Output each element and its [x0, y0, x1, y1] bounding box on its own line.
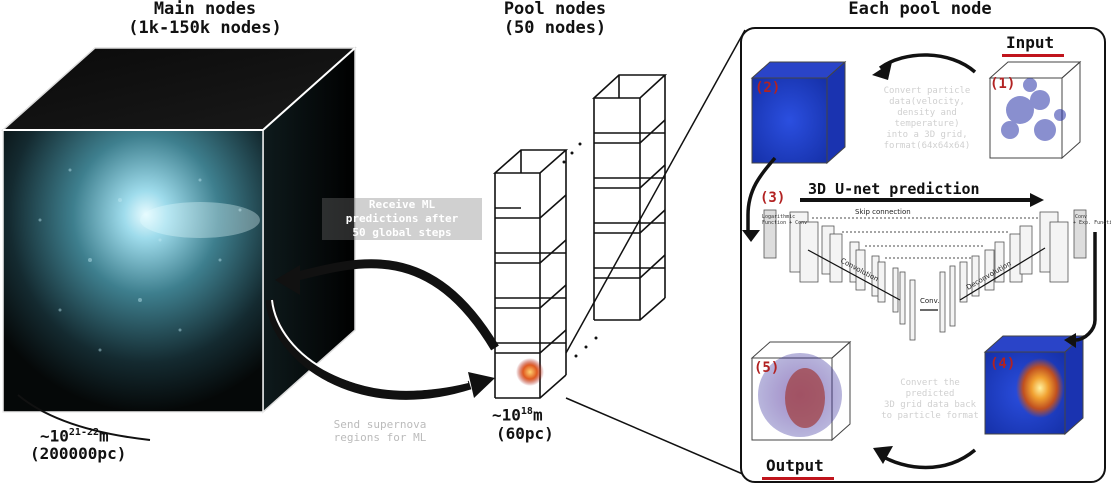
cube-input — [988, 60, 1082, 160]
main-scale-label: ~1021-22m — [40, 426, 109, 446]
step-2-label: (2) — [755, 80, 781, 96]
input-label: Input — [1006, 33, 1055, 52]
scale-bracket-main — [17, 394, 151, 441]
step-5-label: (5) — [754, 360, 780, 376]
ellipsis-dots — [562, 142, 598, 358]
each-pool-node-title: Each pool node — [848, 0, 992, 19]
unet-schematic — [763, 209, 1087, 341]
output-underline — [762, 477, 834, 480]
pool-scale-label: ~1018m — [492, 405, 543, 425]
arrow-4-to-5 — [879, 448, 977, 470]
cube-grid-blue — [750, 60, 847, 165]
step-4-label: (4) — [990, 356, 1016, 372]
send-supernova-text: Send supernova regions for ML — [333, 418, 427, 444]
conv-mid-label: Conv. — [920, 297, 939, 305]
arrow-1-to-2 — [878, 53, 977, 74]
skip-connection-label: Skip connection — [855, 208, 911, 216]
exp-function-label: Conv + Exp. Function — [1073, 214, 1111, 226]
log-function-label: Logarithmic Function + Conv — [762, 214, 807, 226]
receive-predictions-text: Receive ML predictions after 50 global s… — [322, 198, 482, 240]
pool-nodes-title: Pool nodes (50 nodes) — [503, 0, 607, 38]
cube-prediction — [983, 334, 1085, 436]
receive-arrow — [288, 259, 499, 351]
zoom-line-bottom — [565, 397, 746, 476]
main-nodes-title: Main nodes (1k-150k nodes) — [128, 0, 282, 38]
send-arrow — [265, 299, 472, 400]
pool-stack-back — [591, 74, 668, 321]
galaxy-cube — [1, 46, 357, 414]
pool-scale-pc: (60pc) — [496, 424, 554, 443]
output-label: Output — [766, 456, 824, 475]
pool-stack-front — [492, 149, 569, 399]
supernova-region — [516, 358, 544, 386]
convert-back-text: Convert the predicted 3D grid data back … — [881, 378, 979, 421]
main-scale-pc: (200000pc) — [30, 444, 127, 463]
unet-prediction-label: 3D U-net prediction — [808, 180, 980, 198]
step-3-label: (3) — [760, 190, 786, 206]
convert-to-grid-text: Convert particle data(velocity, density … — [883, 86, 971, 151]
arrow-2-to-3 — [746, 156, 777, 230]
input-underline — [1002, 54, 1064, 57]
cube-output — [750, 340, 852, 442]
step-1-label: (1) — [990, 76, 1016, 92]
zoom-line-top — [565, 29, 746, 354]
arrow-3-to-4 — [1074, 232, 1097, 342]
